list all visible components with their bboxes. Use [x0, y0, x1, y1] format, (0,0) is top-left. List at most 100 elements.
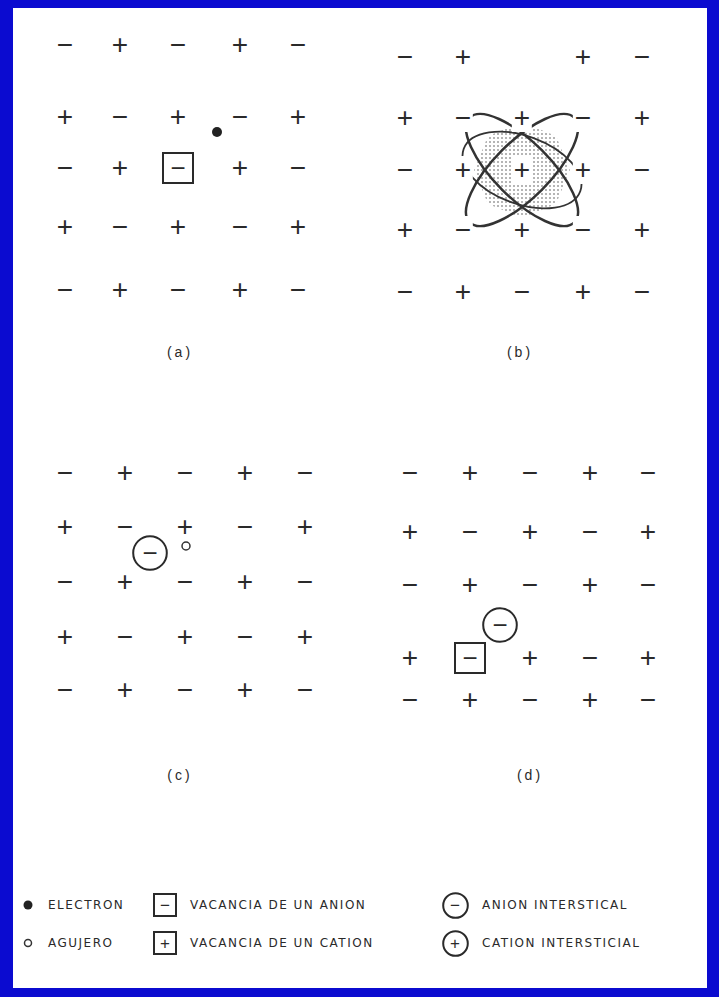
- circle-outline: [133, 536, 167, 570]
- ion-sign: −: [400, 686, 420, 714]
- interstitial-anion: −: [482, 607, 518, 643]
- ion-sign: +: [580, 459, 600, 487]
- ion-sign: −: [55, 459, 75, 487]
- ion-sign: −: [462, 645, 477, 671]
- ion-sign: −: [573, 216, 593, 244]
- ion-sign: +: [512, 216, 532, 244]
- ion-sign: +: [55, 103, 75, 131]
- ion-sign: +: [110, 154, 130, 182]
- legend-text: ELECTRON: [48, 898, 124, 912]
- anion-vacancy: −: [454, 642, 486, 674]
- page-ground: [13, 8, 707, 988]
- ion-sign: +: [460, 571, 480, 599]
- electron-dot: [24, 901, 33, 910]
- ion-sign: +: [512, 104, 532, 132]
- ion-sign: +: [160, 935, 170, 952]
- ion-sign: −: [460, 518, 480, 546]
- ion-sign: +: [110, 276, 130, 304]
- electron-dot: [212, 127, 222, 137]
- interstitial-anion: −: [132, 535, 168, 571]
- ion-sign: −: [520, 459, 540, 487]
- ion-sign: −: [288, 31, 308, 59]
- ion-sign: +: [460, 459, 480, 487]
- ion-sign: −: [168, 31, 188, 59]
- ion-sign: −: [520, 571, 540, 599]
- ion-sign: +: [400, 644, 420, 672]
- ion-sign: +: [230, 276, 250, 304]
- ion-sign: −: [288, 276, 308, 304]
- circle-outline: [483, 608, 517, 642]
- ion-sign: −: [175, 459, 195, 487]
- ion-sign: +: [453, 156, 473, 184]
- ion-sign: −: [170, 155, 185, 181]
- ion-sign: −: [115, 623, 135, 651]
- ion-sign: +: [453, 278, 473, 306]
- legend-text: ANION INTERSTICAL: [482, 898, 628, 912]
- ion-sign: −: [638, 571, 658, 599]
- ion-sign: −: [400, 571, 420, 599]
- ion-sign: +: [115, 568, 135, 596]
- ion-sign: −: [450, 897, 460, 914]
- ion-sign: +: [55, 623, 75, 651]
- panel-caption: (c): [165, 768, 194, 782]
- ion-sign: −: [230, 103, 250, 131]
- ion-sign: −: [115, 513, 135, 541]
- ion-sign: +: [115, 676, 135, 704]
- ion-sign: −: [230, 213, 250, 241]
- ion-sign: +: [573, 43, 593, 71]
- ion-sign: −: [400, 459, 420, 487]
- ion-sign: +: [55, 213, 75, 241]
- ion-sign: −: [453, 216, 473, 244]
- ion-sign: −: [638, 459, 658, 487]
- ion-sign: +: [235, 676, 255, 704]
- ion-sign: −: [55, 31, 75, 59]
- ion-sign: −: [453, 104, 473, 132]
- circle-outline: [443, 931, 468, 956]
- ion-sign: +: [115, 459, 135, 487]
- ion-sign: −: [160, 897, 170, 914]
- ion-sign: −: [110, 103, 130, 131]
- ion-sign: −: [288, 154, 308, 182]
- ion-sign: −: [395, 278, 415, 306]
- ion-sign: +: [235, 459, 255, 487]
- ion-sign: −: [492, 612, 507, 638]
- ion-sign: −: [395, 43, 415, 71]
- ion-sign: +: [520, 518, 540, 546]
- legend-symbol: +: [153, 931, 177, 955]
- ion-sign: −: [638, 686, 658, 714]
- ion-sign: +: [580, 571, 600, 599]
- ion-sign: +: [453, 43, 473, 71]
- ion-sign: +: [573, 156, 593, 184]
- ion-sign: +: [235, 568, 255, 596]
- ion-sign: +: [175, 623, 195, 651]
- ion-sign: −: [295, 568, 315, 596]
- panel-caption: (a): [165, 345, 195, 359]
- ion-sign: −: [512, 278, 532, 306]
- circle-outline: [443, 893, 468, 918]
- legend-text: AGUJERO: [48, 936, 113, 950]
- legend-symbol: +: [442, 930, 469, 957]
- legend-text: VACANCIA DE UN CATION: [190, 936, 374, 950]
- ion-sign: +: [632, 104, 652, 132]
- ion-sign: +: [450, 935, 460, 952]
- ion-sign: +: [400, 518, 420, 546]
- ion-sign: +: [295, 513, 315, 541]
- electron-cloud: [474, 122, 570, 218]
- ion-sign: −: [175, 568, 195, 596]
- ion-sign: +: [638, 518, 658, 546]
- ion-sign: −: [632, 43, 652, 71]
- ion-sign: −: [395, 156, 415, 184]
- legend-text: CATION INTERSTICIAL: [482, 936, 640, 950]
- ion-sign: −: [55, 568, 75, 596]
- ion-sign: −: [573, 104, 593, 132]
- ion-sign: +: [395, 216, 415, 244]
- ion-sign: −: [235, 623, 255, 651]
- ion-sign: +: [512, 156, 532, 184]
- hole-mark: [182, 542, 190, 550]
- ion-sign: −: [55, 154, 75, 182]
- ion-sign: −: [295, 676, 315, 704]
- legend-text: VACANCIA DE UN ANION: [190, 898, 366, 912]
- ion-sign: −: [632, 156, 652, 184]
